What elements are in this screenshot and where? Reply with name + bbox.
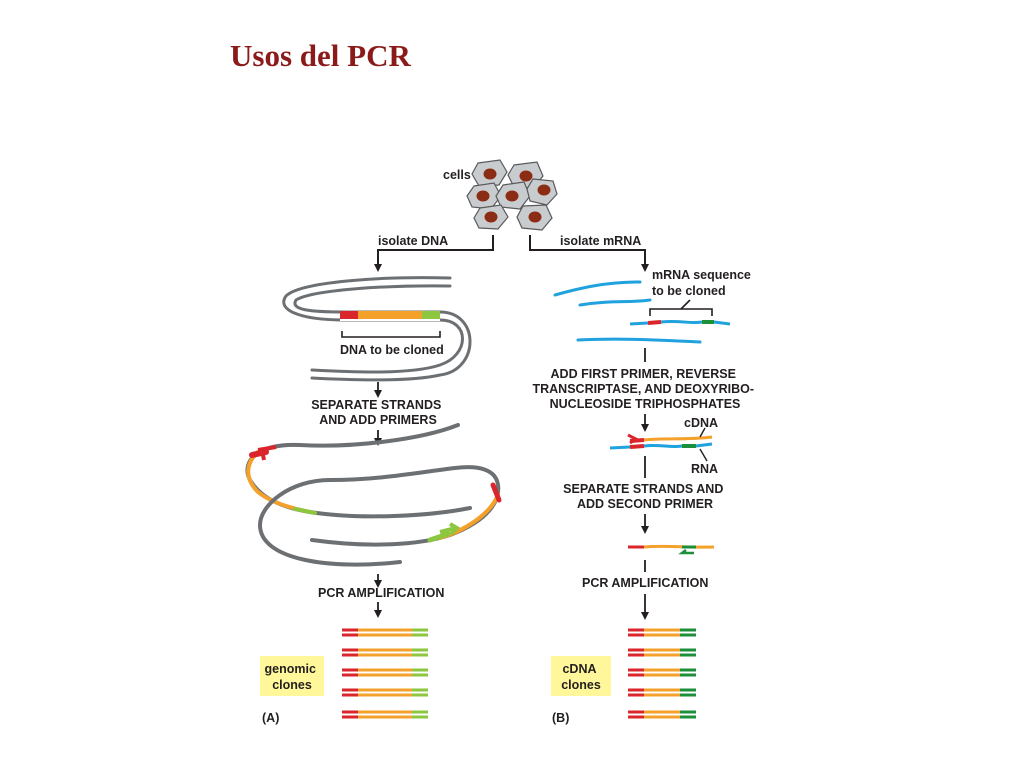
panel-a-label: (A) xyxy=(262,711,279,725)
genomic-clone xyxy=(342,648,428,657)
cdna-clone xyxy=(628,668,696,677)
cell xyxy=(526,178,558,206)
dna-to-be-cloned-label: DNA to be cloned xyxy=(340,343,444,357)
branch-dna-connector xyxy=(374,235,494,272)
separated-dna-strands xyxy=(245,423,502,567)
cdna-clone xyxy=(628,688,696,697)
mrna-sequence-to-be-cloned-label: mRNA sequence to be cloned xyxy=(652,268,754,298)
isolate-mrna-label: isolate mRNA xyxy=(560,234,641,248)
cell-cluster xyxy=(466,159,558,231)
single-cdna-strand xyxy=(628,544,715,555)
cdna-clones-label: cDNA clones xyxy=(561,662,601,692)
genomic-clone xyxy=(342,710,428,719)
separate-strands-add-second-primer-label: SEPARATE STRANDS AND ADD SECOND PRIMER xyxy=(563,482,727,511)
rna-pointer xyxy=(699,448,708,462)
cells-label: cells xyxy=(443,168,471,182)
cdna-pointer xyxy=(699,427,706,438)
genomic-clone xyxy=(342,628,428,637)
left-pcr-amplification-label: PCR AMPLIFICATION xyxy=(318,586,444,600)
add-first-primer-label: ADD FIRST PRIMER, REVERSE TRANSCRIPTASE,… xyxy=(532,367,757,411)
mrna-target-strand xyxy=(629,319,731,326)
cell xyxy=(466,182,502,210)
cell xyxy=(471,159,508,187)
cdna-clone xyxy=(628,710,696,719)
branch-mrna-connector xyxy=(529,235,649,272)
genomic-clones-stack xyxy=(342,628,428,719)
mrna-target-bracket xyxy=(649,299,713,316)
genomic-clones-highlight xyxy=(260,656,324,696)
cdna-clones-stack xyxy=(628,628,696,719)
cell xyxy=(473,204,509,230)
cell xyxy=(495,181,531,210)
primer-arrow-green xyxy=(439,522,461,536)
primer-arrow-red xyxy=(257,445,277,461)
isolate-dna-label: isolate DNA xyxy=(378,234,448,248)
genomic-clone xyxy=(342,688,428,697)
genomic-dna-double-strand xyxy=(282,276,472,382)
cdna-clones-highlight xyxy=(551,656,611,696)
genomic-clone xyxy=(342,668,428,677)
cdna-rna-hybrid xyxy=(609,433,713,450)
cdna-clone xyxy=(628,648,696,657)
genomic-clones-label: genomic clones xyxy=(265,662,320,692)
cdna-clone xyxy=(628,628,696,637)
panel-b-label: (B) xyxy=(552,711,569,725)
cdna-label: cDNA xyxy=(684,416,718,430)
slide-title: Usos del PCR xyxy=(230,38,411,73)
rna-label: RNA xyxy=(691,462,718,476)
dna-target-bracket xyxy=(341,331,441,338)
separate-strands-add-primers-label: SEPARATE STRANDS AND ADD PRIMERS xyxy=(311,398,445,427)
right-pcr-amplification-label: PCR AMPLIFICATION xyxy=(582,576,708,590)
cell xyxy=(516,204,553,231)
mrna-strands xyxy=(553,280,702,344)
